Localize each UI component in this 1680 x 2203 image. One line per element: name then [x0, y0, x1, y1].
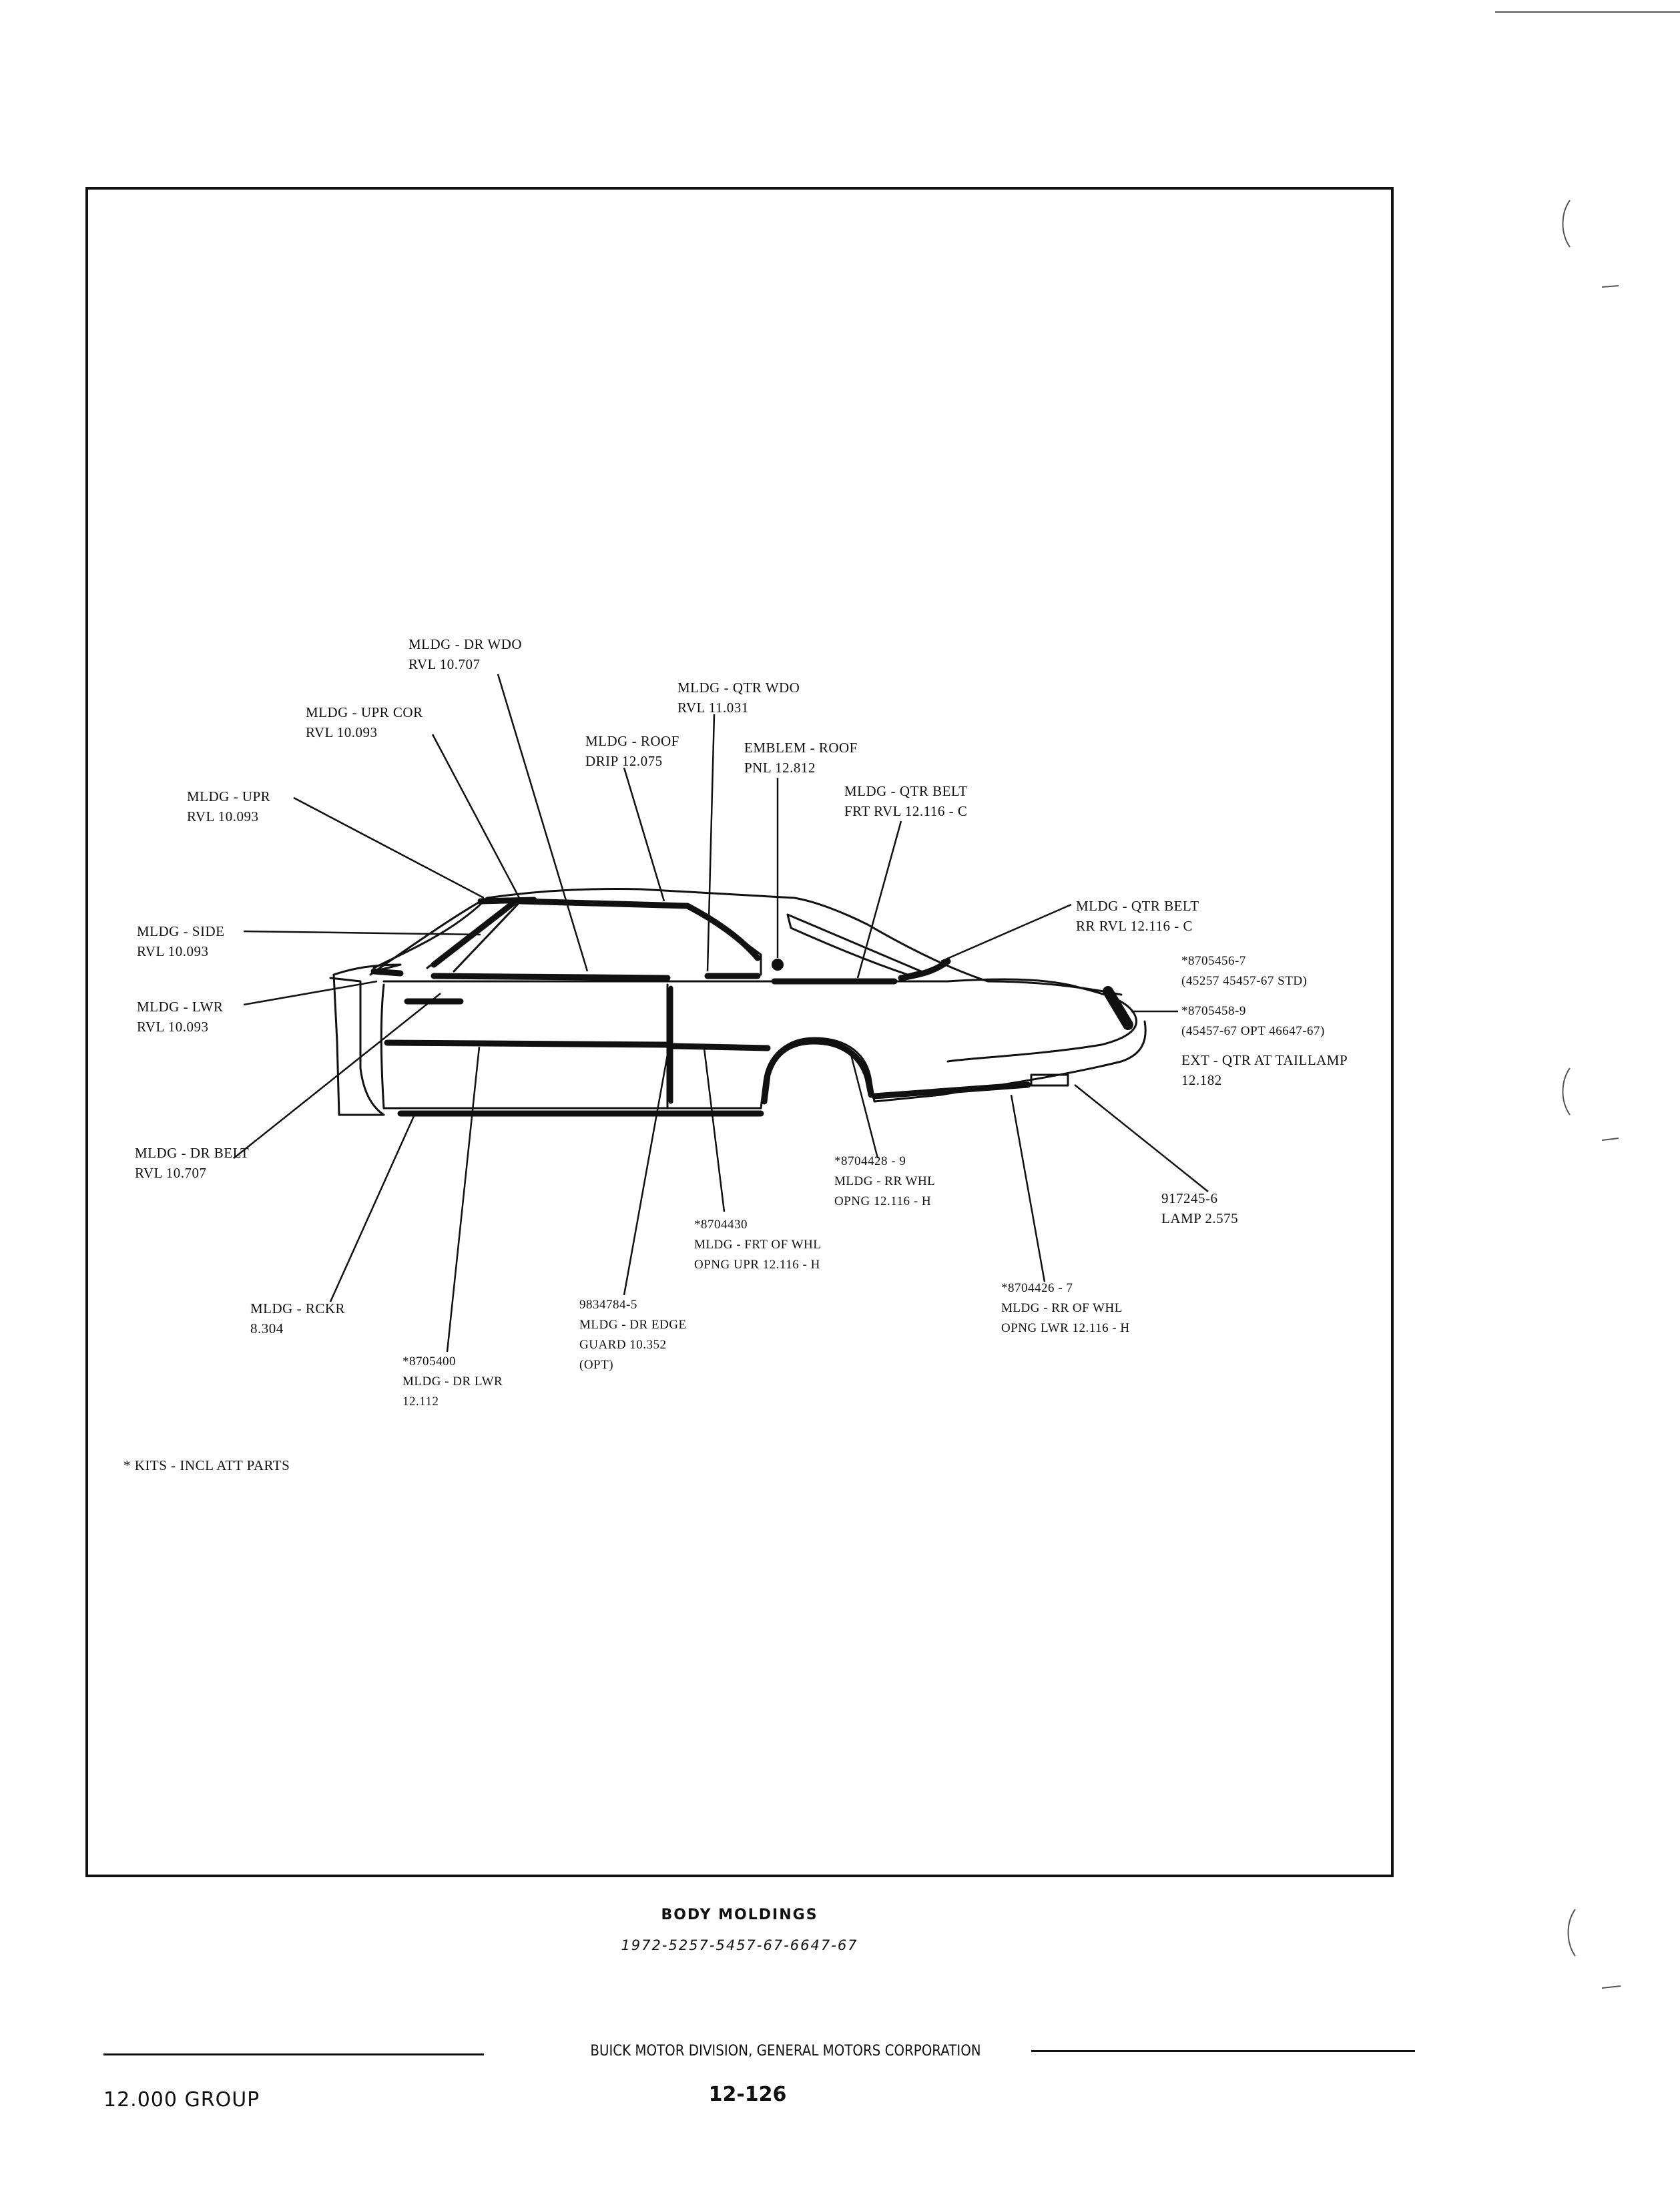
footer-rule-left	[103, 2053, 484, 2055]
molding-side	[431, 899, 517, 968]
lower-body-outline	[380, 983, 1147, 1110]
leader-rr-of-whl	[1010, 1094, 1046, 1282]
molding-dr-lwr	[384, 1039, 671, 1048]
leader-frt-of-whl	[703, 1047, 726, 1212]
leader-side	[243, 930, 481, 936]
label-ext-std: *8705456-7(45257 45457-67 STD)	[1181, 954, 1308, 988]
leader-lwr	[243, 980, 378, 1006]
leader-dr-wdo	[497, 674, 589, 972]
leader-upr	[293, 796, 485, 899]
roof-outline	[369, 888, 1123, 996]
figure-title: BODY MOLDINGS	[661, 1907, 818, 1923]
hood-outline	[329, 963, 402, 1116]
molding-taillamp-ext	[1103, 986, 1133, 1030]
molding-dr-belt	[431, 973, 671, 981]
leader-roof-drip	[623, 767, 665, 902]
leader-dr-lwr	[446, 1046, 481, 1353]
molding-qtr-belt-rr	[898, 958, 951, 981]
leader-qtr-belt-rr	[940, 903, 1072, 963]
footer-rule-right	[1031, 2050, 1415, 2052]
label-ext-opt: *8705458-9(45457-67 OPT 46647-67)	[1181, 1004, 1325, 1038]
footer-group: 12.000 GROUP	[103, 2088, 260, 2112]
figure-subtitle: 1972-5257-5457-67-6647-67	[621, 1937, 858, 1953]
illustration-frame	[85, 187, 1394, 1877]
molding-frt-of-whl	[671, 1043, 771, 1051]
leader-qtr-wdo	[706, 714, 716, 972]
roof-emblem-dot	[772, 959, 784, 971]
leader-upr-cor	[431, 734, 521, 899]
leader-lamp	[1074, 1084, 1209, 1192]
leader-qtr-belt-frt	[856, 820, 902, 979]
footer-company: BUICK MOTOR DIVISION, GENERAL MOTORS COR…	[590, 2043, 981, 2059]
leader-dr-belt	[233, 993, 441, 1159]
molding-lwr	[370, 968, 404, 977]
molding-upr-cor	[477, 897, 537, 905]
molding-rr-whl	[761, 1038, 874, 1105]
leader-dr-edge	[623, 1054, 669, 1296]
kits-note: * KITS - INCL ATT PARTS	[123, 1457, 290, 1473]
leader-rckr	[329, 1116, 415, 1302]
tail-lamp	[1030, 1073, 1069, 1087]
leader-rr-whl	[850, 1054, 879, 1159]
molding-rr-of-whl	[871, 1081, 1031, 1099]
page-number: 12-126	[708, 2083, 787, 2106]
molding-roof-drip	[517, 898, 761, 961]
